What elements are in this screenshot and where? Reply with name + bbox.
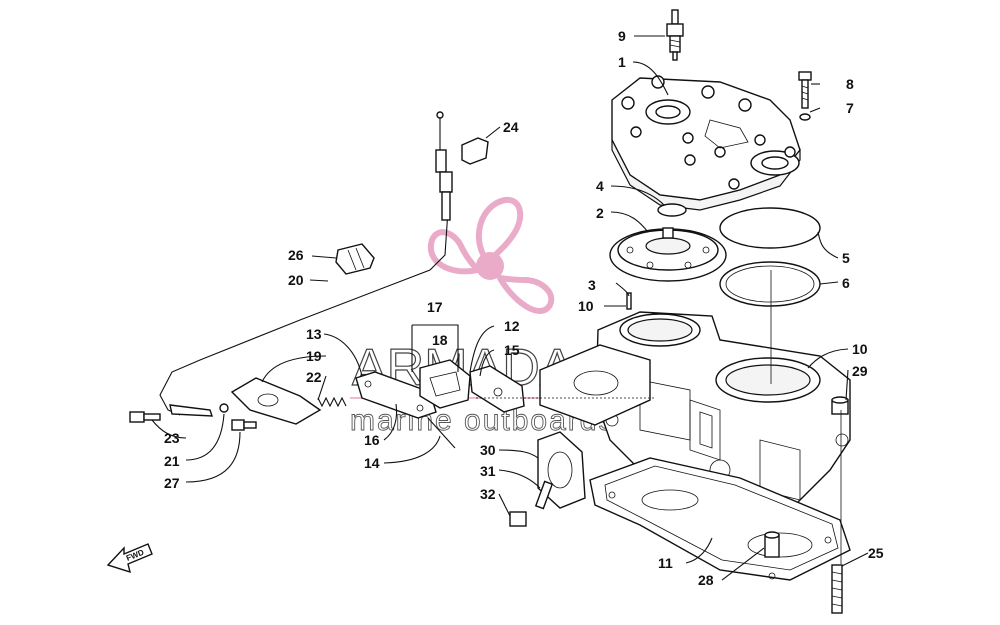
head-o-ring (719, 207, 821, 249)
valve-gasket (469, 365, 525, 413)
base-gasket (589, 457, 851, 581)
cable-end-link (169, 403, 229, 417)
exhaust-valve-cable (159, 111, 453, 416)
callout-22: 22 (306, 369, 322, 385)
callout-21: 21 (164, 453, 180, 469)
cable-end-screw (231, 419, 257, 431)
cable-grommet (335, 243, 375, 275)
exhaust-nut (509, 511, 527, 527)
callout-32: 32 (480, 486, 496, 502)
alignment-dowel (764, 531, 780, 558)
bushing (831, 396, 849, 415)
callout-9: 9 (618, 28, 626, 44)
leader-lines (151, 35, 869, 581)
spark-plug (666, 9, 684, 61)
exhaust-stud (534, 480, 554, 510)
cable-clip (461, 137, 489, 165)
callout-30: 30 (480, 442, 496, 458)
callout-10-left: 10 (578, 298, 594, 314)
propeller-logo-icon (427, 196, 555, 314)
cylinder-o-ring (719, 261, 821, 307)
cylinder-head (611, 75, 801, 211)
callout-11: 11 (658, 555, 673, 571)
callout-31: 31 (480, 463, 496, 479)
callout-27: 27 (164, 475, 180, 491)
forward-arrow-icon: FWD (106, 543, 153, 574)
callout-1: 1 (618, 54, 626, 70)
exhaust-valve-housing (539, 344, 651, 426)
head-bolt (798, 71, 812, 109)
washer (799, 113, 811, 121)
callout-10-right: 10 (852, 341, 868, 357)
callout-4: 4 (596, 178, 604, 194)
callout-numbers: 9 1 8 7 4 2 3 10 5 6 10 29 11 28 25 24 2… (164, 28, 884, 588)
callout-2: 2 (596, 205, 604, 221)
valve-rod (427, 417, 456, 449)
callout-19: 19 (306, 348, 322, 364)
callout-8: 8 (846, 76, 854, 92)
callout-26: 26 (288, 247, 304, 263)
callout-29: 29 (852, 363, 868, 379)
callout-28: 28 (698, 572, 714, 588)
dowel-pin (626, 292, 632, 310)
callout-13: 13 (306, 326, 322, 342)
callout-12: 12 (504, 318, 520, 334)
callout-18: 18 (432, 332, 448, 348)
callout-14: 14 (364, 455, 380, 471)
callout-15: 15 (504, 342, 520, 358)
cylinder-stud (831, 564, 843, 614)
callout-25: 25 (868, 545, 884, 561)
callout-23: 23 (164, 430, 180, 446)
combustion-dome (609, 227, 727, 282)
o-ring (657, 203, 687, 217)
callout-16: 16 (364, 432, 380, 448)
cable-end-bolt (129, 411, 161, 423)
valve-spring (317, 396, 347, 408)
valve-housing-plate (355, 371, 437, 419)
callout-5: 5 (842, 250, 850, 266)
callout-24: 24 (503, 119, 519, 135)
callout-20: 20 (288, 272, 304, 288)
callout-6: 6 (842, 275, 850, 291)
valve-cover (230, 377, 322, 425)
callout-3: 3 (588, 277, 596, 293)
callout-17: 17 (427, 299, 443, 315)
callout-7: 7 (846, 100, 854, 116)
